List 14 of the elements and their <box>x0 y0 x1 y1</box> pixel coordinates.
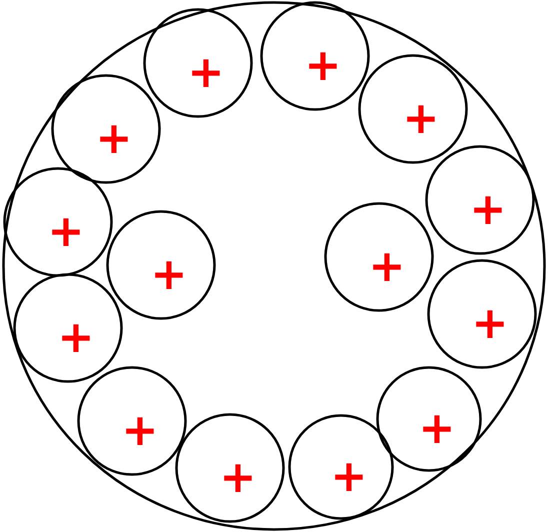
plus-sign: + <box>96 117 132 161</box>
plus-sign: + <box>188 51 224 95</box>
plus-sign: + <box>48 210 84 254</box>
plus-sign: + <box>472 302 508 346</box>
plus-sign: + <box>418 407 456 451</box>
plus-sign: + <box>368 245 406 289</box>
plus-sign: + <box>402 97 440 141</box>
plus-sign: + <box>304 44 342 88</box>
plus-sign: + <box>220 456 256 500</box>
plus-sign: + <box>58 316 94 360</box>
plus-sign: + <box>330 455 368 499</box>
plus-sign: + <box>150 253 188 297</box>
plus-sign: + <box>122 409 158 453</box>
plus-sign: + <box>470 188 506 232</box>
